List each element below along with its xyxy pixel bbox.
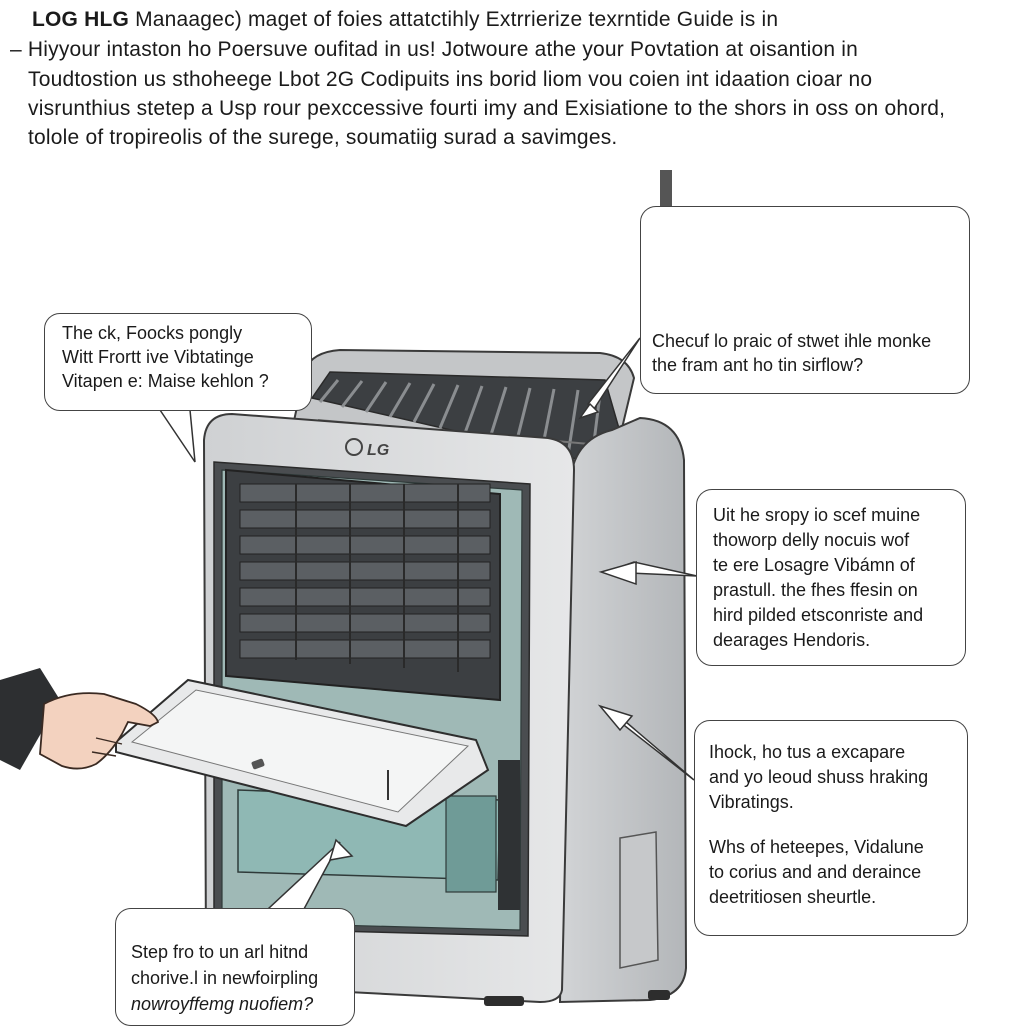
callout-tray-removal: Step fro to un arl hitnd chorive.l in ne…: [115, 908, 355, 1026]
callout-mid-line-4: prastull. the fhes ffesin on: [713, 580, 918, 600]
callout-bottom-line-3: nowroyffemg nuofiem?: [131, 994, 314, 1014]
intro-line-3: Toudtostion us sthoheege Lbot 2G Codipui…: [28, 68, 873, 91]
callout-low-line-6: deetritiosen sheurtle.: [709, 887, 877, 907]
lg-logo-text: LG: [367, 442, 389, 459]
intro-line-1: LOG HLG Manaagec) maget of foies attatct…: [32, 7, 778, 33]
callout-mid-line-1: Uit he sropy io scef muine: [713, 505, 921, 525]
dehumidifier-illustration: LG: [0, 170, 921, 1006]
intro-line-2: – Hiyyour intaston ho Poersuve oufitad i…: [10, 38, 858, 61]
intro-text: LOG HLG Manaagec) maget of foies attatct…: [0, 0, 1024, 170]
intro-line-1-text: Manaagec) maget of foies attatctihly Ext…: [129, 8, 779, 31]
callout-low-line-2: and yo leoud shuss hraking: [709, 767, 929, 787]
callout-left-line-1: The ck, Foocks pongly: [62, 323, 243, 343]
callout-mid-line-5: hird pilded etsconriste and: [713, 605, 924, 625]
callout-vibration-check: The ck, Foocks pongly Witt Frortt ive Vi…: [44, 313, 312, 411]
filter-cartridge: [225, 468, 501, 702]
pull-out-tray: [115, 678, 490, 828]
intro-brand: LOG HLG: [32, 8, 130, 31]
callout-low-line-1: Ihock, ho tus a excapare: [709, 742, 906, 762]
hand-illustration: [0, 668, 160, 770]
intro-line-4: visrunthius stetep a Usp rour pexccessiv…: [28, 97, 946, 120]
callout-airflow-check: Checuf lo praic of stwet ihle monke the …: [640, 206, 970, 394]
callout-bottom-line-1: Step fro to un arl hitnd: [131, 942, 309, 962]
callout-low-line-3: Vibratings.: [709, 792, 794, 812]
callout-left-line-3: Vitapen e: Maise kehlon ?: [62, 371, 269, 391]
callout-mid-line-2: thoworp delly nocuis wof: [713, 530, 910, 550]
callout-mid-line-3: te ere Losagre Vibámn of: [713, 555, 915, 575]
callout-bottom-line-2: chorive.l in newfoirpling: [131, 968, 319, 988]
lg-logo: LG: [345, 438, 389, 459]
callout-left-line-2: Witt Frortt ive Vibtatinge: [62, 347, 254, 367]
callout-side-panel: Uit he sropy io scef muine thoworp delly…: [696, 489, 966, 666]
callout-tr-line-1: Checuf lo praic of stwet ihle monke: [652, 331, 932, 351]
callout-low-line-4: Whs of heteepes, Vidalune: [709, 837, 924, 857]
callout-tr-line-2: the fram ant ho tin sirflow?: [652, 355, 864, 375]
callout-mid-line-6: dearages Hendoris.: [713, 630, 871, 650]
callout-vibration-noise: Ihock, ho tus a excapare and yo leoud sh…: [694, 720, 968, 936]
intro-line-5: tolole of tropireolis of the surege, sou…: [28, 126, 618, 149]
callout-low-spacer: [709, 815, 967, 835]
callout-low-line-5: to corius and and deraince: [709, 862, 922, 882]
